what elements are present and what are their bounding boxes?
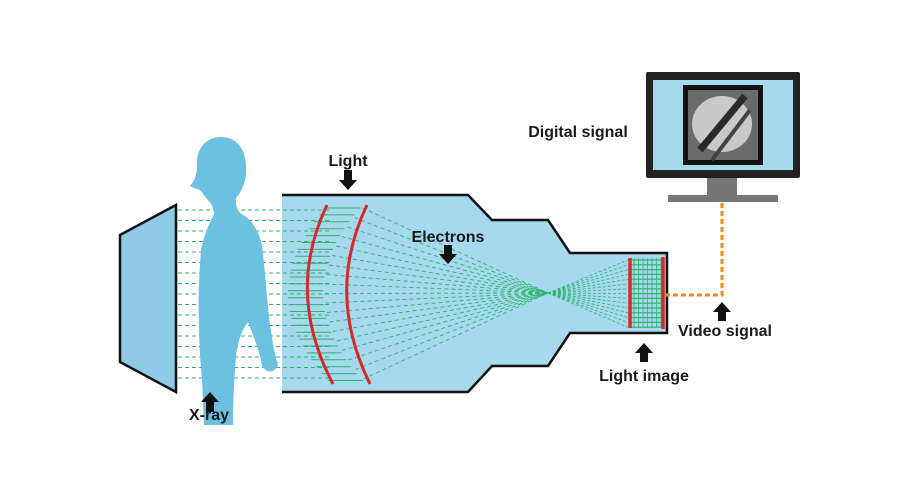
- tube-outline: [282, 193, 669, 394]
- electron-beam-line: [547, 283, 629, 294]
- electron-beam-line: [329, 292, 549, 323]
- arrow-up-icon: [201, 392, 219, 412]
- electron-beams: [325, 207, 629, 380]
- input-phosphor: [306, 204, 335, 385]
- electron-beam-line: [325, 292, 549, 294]
- video-cable: [665, 202, 724, 297]
- electron-beam-line: [547, 292, 629, 294]
- electron-beam-line: [325, 292, 549, 304]
- electron-beam-line: [329, 264, 549, 294]
- electron-beam-line: [547, 288, 629, 294]
- electron-beam-line: [547, 292, 629, 309]
- electron-beam-line: [547, 292, 629, 318]
- label-light-image: Light image: [599, 368, 689, 385]
- arrow-down-icon: [339, 170, 357, 190]
- electron-beam-line: [362, 207, 549, 294]
- electron-beam-line: [363, 292, 549, 380]
- arrow-up-icon: [713, 302, 731, 321]
- label-video-signal: Video signal: [678, 323, 772, 340]
- label-electrons: Electrons: [412, 229, 485, 246]
- electron-beam-line: [547, 292, 629, 328]
- tube-input-window: [283, 198, 335, 390]
- electron-beam-line: [547, 292, 629, 304]
- electron-beam-line: [547, 259, 629, 294]
- human-silhouette: [190, 137, 278, 425]
- electron-beam-line: [547, 278, 629, 294]
- electron-beam-line: [341, 236, 549, 294]
- label-xray: X-ray: [189, 407, 229, 424]
- xray-plate: [118, 202, 178, 395]
- electron-beam-line: [348, 292, 549, 361]
- electron-beam-line: [342, 292, 549, 351]
- electron-beam-line: [547, 269, 629, 294]
- electron-beam-line: [547, 292, 629, 299]
- electron-beam-line: [326, 274, 549, 294]
- monitor-icon: [646, 72, 800, 202]
- electron-beam-line: [336, 245, 549, 294]
- electron-beam-line: [326, 292, 549, 313]
- electron-beam-line: [332, 292, 549, 332]
- label-digital-signal: Digital signal: [528, 124, 628, 141]
- input-screen-grid: [288, 207, 363, 381]
- photocathode: [345, 204, 372, 385]
- arrow-down-icon: [439, 245, 457, 264]
- electron-beam-line: [547, 292, 629, 323]
- electron-beam-line: [325, 283, 549, 294]
- arrow-up-icon: [635, 343, 653, 362]
- electron-beam-line: [332, 255, 549, 294]
- label-light: Light: [328, 153, 368, 170]
- electron-beam-line: [547, 274, 629, 294]
- electron-beam-line: [547, 264, 629, 294]
- output-screen-grid: [631, 258, 662, 328]
- electron-beam-line: [547, 292, 629, 314]
- electron-beam-line: [336, 292, 549, 342]
